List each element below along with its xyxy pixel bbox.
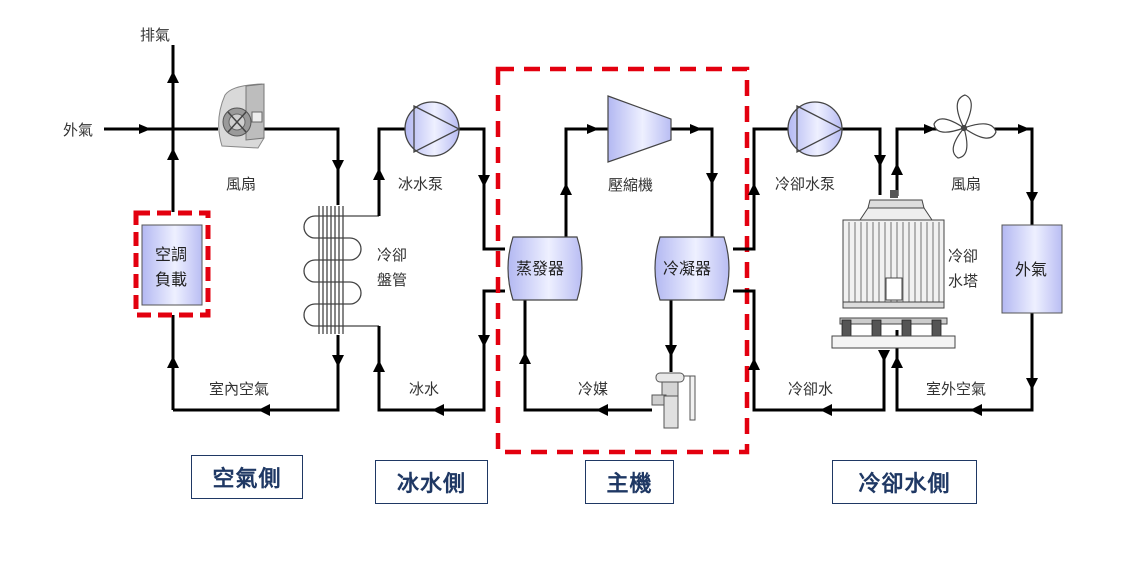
compressor-to-condenser	[670, 127, 714, 237]
arrow-down-from-coil	[332, 355, 344, 367]
arrow-up-suction	[560, 183, 572, 195]
arrow-right-discharge	[690, 124, 702, 134]
label-cooling-tower-2: 水塔	[948, 272, 978, 290]
chilled-water-pump-icon	[404, 101, 461, 157]
section-label-chiller: 主機	[585, 460, 674, 504]
ahu-fan-icon	[218, 83, 265, 149]
tower-fan-icon	[933, 94, 997, 159]
expansion-valve-icon	[651, 372, 696, 429]
evaporator-return-line	[377, 289, 505, 412]
chw-supply-to-pump	[377, 127, 405, 216]
arrow-left-indoor	[258, 404, 270, 416]
arrow-down-cw-tower	[874, 155, 886, 167]
fan-to-coil-line	[264, 127, 340, 205]
label-outdoor-air-box: 外氣	[1015, 260, 1047, 279]
arrow-left-refrigerant	[596, 404, 608, 416]
valve-to-evaporator	[523, 300, 652, 412]
ac-load-highlight	[133, 210, 211, 318]
label-cooling-water: 冷卻水	[788, 380, 833, 398]
label-ac-load-1: 空調	[155, 245, 187, 264]
arrow-down-tower-out	[878, 350, 890, 362]
arrow-up-exhaust	[167, 71, 179, 83]
label-exhaust-air: 排氣	[140, 26, 170, 44]
cw-pump-to-tower	[841, 127, 882, 195]
label-chilled-water: 冰水	[409, 380, 439, 398]
section-label-cooling-water-side: 冷卻水側	[832, 460, 977, 504]
arrow-right-from-fan	[1018, 124, 1030, 134]
arrow-up-supply	[167, 148, 179, 160]
arrow-down-chw-pump	[478, 175, 490, 187]
arrow-down-liquid	[665, 345, 677, 357]
chiller-highlight	[495, 66, 750, 455]
arrow-left-cw	[820, 404, 832, 416]
cooling-water-arrows	[748, 124, 1038, 416]
air-side-pipes	[104, 45, 340, 412]
arrow-down-outdoor	[1026, 192, 1038, 204]
label-ac-load-2: 負載	[155, 270, 187, 289]
arrow-down-to-coil	[332, 160, 344, 172]
cooling-coil-icon	[303, 206, 379, 334]
label-cooling-water-pump: 冷卻水泵	[775, 175, 835, 193]
label-cooling-tower-1: 冷卻	[948, 247, 978, 265]
label-indoor-air: 室內空氣	[209, 380, 269, 398]
pump-to-evaporator	[459, 127, 505, 251]
condenser-icon	[654, 236, 730, 301]
arrow-right-to-fan	[924, 124, 936, 134]
label-cooling-coil-2: 盤管	[377, 271, 407, 289]
arrow-up-chw-return	[373, 360, 385, 372]
chilled-water-arrows	[373, 168, 490, 416]
label-outdoor-air: 室外空氣	[926, 380, 986, 398]
arrow-up-cw-return	[748, 358, 760, 370]
cooling-tower-icon	[831, 190, 956, 349]
outdoor-air-box	[1001, 224, 1063, 314]
label-outdoor-air-in: 外氣	[63, 121, 93, 139]
section-label-chilled-water-side: 冰水側	[375, 460, 488, 504]
indoor-air-return-line	[173, 335, 340, 412]
refrigerant-arrows	[519, 124, 718, 416]
tower-to-fan	[895, 127, 937, 196]
arrow-left-outdoor	[970, 404, 982, 416]
arrow-down-outdoor-return	[1026, 378, 1038, 390]
evaporator-to-compressor	[564, 127, 608, 237]
tower-to-condenser	[733, 289, 886, 412]
section-label-air-side: 空氣側	[191, 455, 303, 499]
label-refrigerant: 冷媒	[578, 380, 608, 398]
arrow-right-outdoor	[139, 124, 151, 134]
arrow-up-tower-air	[891, 163, 903, 175]
arrow-down-discharge	[706, 173, 718, 185]
outdoor-air-return	[895, 313, 1034, 412]
arrow-down-chw-return	[478, 335, 490, 347]
ac-load-box	[141, 224, 203, 306]
arrow-up-refrigerant	[519, 352, 531, 364]
fan-to-outdoor-air	[990, 127, 1034, 225]
compressor-icon	[607, 95, 672, 163]
chilled-water-pipes	[377, 127, 505, 412]
evaporator-icon	[507, 236, 583, 301]
label-condenser: 冷凝器	[663, 259, 711, 278]
arrow-up-return	[167, 356, 179, 368]
cooling-water-pipes	[733, 127, 1034, 412]
arrow-left-chw	[432, 404, 444, 416]
air-side-arrows	[139, 71, 344, 416]
arrow-up-chw	[373, 168, 385, 180]
label-chilled-water-pump: 冰水泵	[398, 175, 443, 193]
label-evaporator: 蒸發器	[516, 259, 564, 278]
label-compressor: 壓縮機	[608, 176, 653, 194]
label-cooling-coil-1: 冷卻	[377, 246, 407, 264]
label-ahu-fan: 風扇	[226, 175, 256, 193]
arrow-right-suction	[587, 124, 599, 134]
label-tower-fan: 風扇	[951, 175, 981, 193]
cooling-water-pump-icon	[787, 101, 844, 157]
arrow-up-outdoor-return	[891, 356, 903, 368]
arrow-up-cw	[748, 183, 760, 195]
